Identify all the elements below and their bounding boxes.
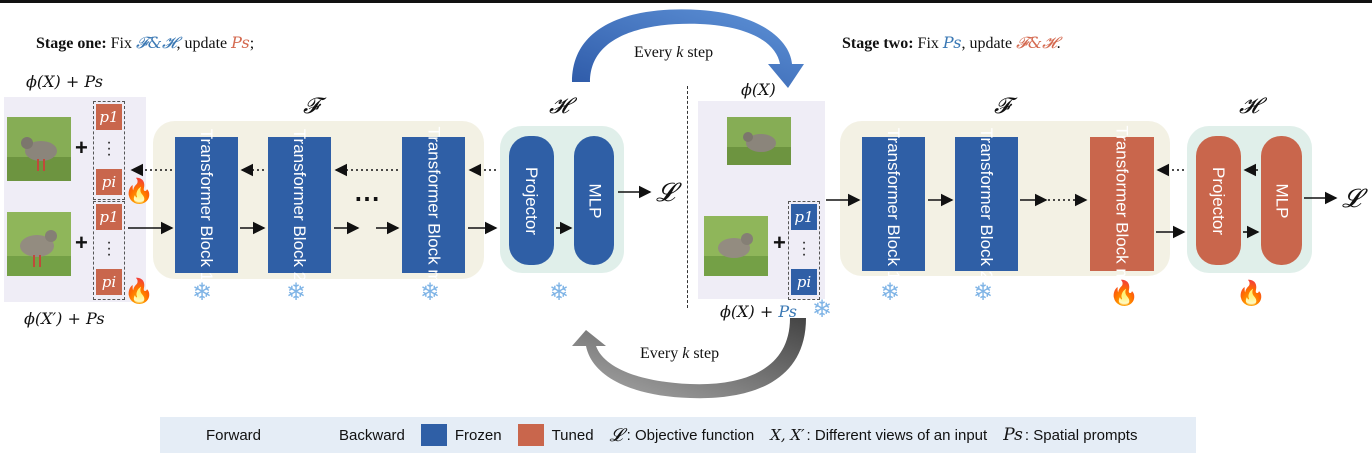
snowflake-icon: ❄ [549, 279, 570, 306]
stage-one-h-label: 𝓗 [549, 94, 569, 119]
prompt-p1-c: p1 [791, 204, 817, 230]
input-image-1 [7, 117, 71, 181]
frozen-swatch [420, 424, 447, 446]
every-k-step-bottom: Every k step [640, 345, 720, 362]
bottom-cycle-arrow [572, 318, 806, 399]
legend: Forward Backward Frozen Tuned 𝓛: Objecti… [160, 417, 1196, 453]
prompt-group-1 [93, 101, 125, 200]
legend-prompts: Ps: Spatial prompts [1003, 425, 1138, 445]
legend-frozen: Frozen [420, 424, 502, 446]
stage-two-title: Stage two: Fix Ps, update 𝓕&𝓗. [842, 33, 1061, 52]
prompt-dots-a: ··· [106, 134, 112, 163]
fire-icon: 🔥 [1236, 280, 1266, 307]
prompt-pi-b: pi [96, 269, 122, 295]
stage-one-f-label: 𝓕 [303, 94, 320, 119]
stage-two-transformer-block-2: Transformer Block 2 [955, 128, 1018, 280]
input-image-3 [727, 117, 791, 165]
legend-forward: Forward [206, 426, 262, 444]
stage-one-title: Stage one: Fix 𝓕&𝓗, update Ps; [36, 33, 255, 52]
plus-sign-1: + [75, 135, 88, 160]
prompt-group-3 [788, 201, 820, 300]
fire-icon: 🔥 [124, 178, 154, 205]
label-phi-xprime-ps: ϕ(X′) + Ps [24, 309, 105, 328]
snowflake-icon: ❄ [286, 279, 307, 306]
legend-tuned: Tuned [517, 424, 594, 446]
prompt-dots-b: ··· [106, 234, 112, 263]
prompt-pi-c: pi [791, 269, 817, 295]
legend-objective: 𝓛: Objective function [609, 424, 755, 446]
prompt-p1-b: p1 [96, 204, 122, 230]
stage-two-h-label: 𝓗 [1239, 94, 1259, 119]
stage-one-ellipsis: ⋯ [354, 183, 380, 213]
label-phi-x-ps: ϕ(X) + Ps [26, 72, 103, 91]
prompt-p1-a: p1 [96, 104, 122, 130]
top-cycle-arrow [572, 9, 804, 88]
fire-icon: 🔥 [124, 278, 154, 305]
prompt-dots-c: ··· [801, 234, 807, 263]
stage-two-projector: Projector [1196, 136, 1241, 265]
input-image-2 [7, 212, 71, 276]
snowflake-icon: ❄ [973, 279, 994, 306]
top-border [0, 0, 1372, 3]
stage-two-mlp: MLP [1261, 136, 1302, 265]
legend-views: X, X′: Different views of an input [770, 426, 988, 444]
stage-one-transformer-block-1: Transformer Block 1 [175, 129, 238, 281]
snowflake-icon: ❄ [420, 279, 441, 306]
plus-sign-2: + [75, 230, 88, 255]
fire-icon: 🔥 [1109, 280, 1139, 307]
snowflake-icon: ❄ [880, 279, 901, 306]
snowflake-icon: ❄ [192, 279, 213, 306]
label-phi-x-ps-blue: ϕ(X) + Ps [720, 302, 797, 321]
legend-backward: Backward [339, 426, 405, 444]
stage-divider [687, 86, 688, 308]
stage-two-transformer-block-1: Transformer Block 1 [862, 128, 925, 280]
stage-one-transformer-block-2: Transformer Block 2 [268, 129, 331, 281]
tuned-swatch [517, 424, 544, 446]
prompt-pi-a: pi [96, 169, 122, 195]
stage-two-objective-l: 𝓛 [1342, 184, 1361, 214]
stage-two-transformer-block-m: Transformer Block m [1090, 125, 1154, 283]
input-image-4 [704, 216, 768, 276]
prompt-group-2 [93, 201, 125, 300]
stage-one-transformer-block-m: Transformer Block m [402, 126, 465, 284]
snowflake-icon: ❄ [812, 296, 833, 323]
stage-one-projector: Projector [509, 136, 554, 265]
plus-sign-3: + [773, 230, 786, 255]
stage-two-f-label: 𝓕 [994, 94, 1011, 119]
stage-one-objective-l: 𝓛 [656, 178, 675, 208]
stage-one-mlp: MLP [574, 136, 614, 265]
every-k-step-top: Every k step [634, 44, 714, 61]
label-phi-x: ϕ(X) [741, 80, 776, 99]
